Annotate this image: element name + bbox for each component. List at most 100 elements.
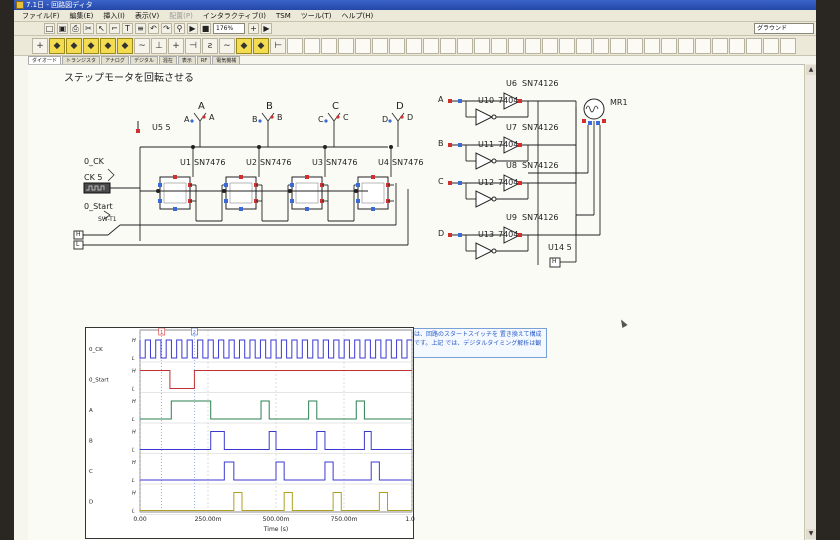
part-button-icon[interactable]: + bbox=[168, 37, 184, 54]
part-button-icon[interactable]: + bbox=[32, 37, 48, 54]
scroll-up-arrow-icon[interactable]: ▲ bbox=[806, 65, 816, 75]
empty-slot bbox=[287, 37, 303, 54]
part-button-icon[interactable]: ◆ bbox=[236, 37, 252, 54]
layer-select[interactable]: グラウンド bbox=[754, 23, 814, 34]
buffer-part: SN74126 bbox=[522, 161, 559, 170]
x-tick-label: 250.00m bbox=[195, 516, 222, 523]
pin-marker bbox=[518, 233, 522, 237]
menu-item[interactable]: ファイル(F) bbox=[22, 12, 60, 20]
menu-item[interactable]: 表示(V) bbox=[134, 12, 160, 20]
empty-slot bbox=[525, 37, 541, 54]
save-icon[interactable]: ▣ bbox=[57, 23, 68, 34]
menu-item[interactable]: ツール(T) bbox=[300, 12, 332, 20]
part-button-icon[interactable]: ◆ bbox=[66, 37, 82, 54]
empty-slot bbox=[644, 37, 660, 54]
signal-trace-a bbox=[140, 400, 412, 420]
clock-probe-icon bbox=[107, 168, 115, 182]
pin-marker bbox=[518, 143, 522, 147]
tab-1[interactable]: ダイオード bbox=[28, 56, 62, 64]
probe-label-left: B bbox=[252, 115, 258, 124]
empty-slot bbox=[423, 37, 439, 54]
scroll-down-arrow-icon[interactable]: ▼ bbox=[806, 529, 816, 539]
signal-trace-d bbox=[140, 492, 412, 511]
tab-5[interactable]: 混在 bbox=[158, 56, 177, 64]
text-icon[interactable]: T bbox=[122, 23, 133, 34]
inverter-part: 7404 bbox=[498, 178, 519, 187]
inverter-ref: U13 bbox=[478, 230, 495, 239]
cursor-label: 1 bbox=[160, 330, 163, 336]
empty-slot bbox=[678, 37, 694, 54]
tab-4[interactable]: デジタル bbox=[129, 56, 158, 64]
start-probe-icon bbox=[103, 210, 111, 220]
level-label: L bbox=[132, 417, 135, 423]
buffer-input-label: D bbox=[438, 229, 445, 238]
run-icon[interactable]: ▶ bbox=[187, 23, 198, 34]
part-button-icon[interactable]: ◆ bbox=[100, 37, 116, 54]
part-button-icon[interactable]: ◆ bbox=[253, 37, 269, 54]
part-button-icon[interactable]: ◆ bbox=[83, 37, 99, 54]
redo-icon[interactable]: ↷ bbox=[161, 23, 172, 34]
run-simulation-icon[interactable]: ▶ bbox=[261, 23, 272, 34]
bus-icon[interactable]: ≡ bbox=[135, 23, 146, 34]
flipflop-inner bbox=[361, 182, 385, 204]
part-button-icon[interactable]: ⊥ bbox=[151, 37, 167, 54]
output-label: D bbox=[396, 101, 404, 112]
part-button-icon[interactable]: ∼ bbox=[219, 37, 235, 54]
clock-source-icon bbox=[83, 182, 111, 194]
pin-marker bbox=[173, 207, 177, 211]
part-button-icon[interactable]: ◆ bbox=[117, 37, 133, 54]
pin-marker bbox=[356, 199, 360, 203]
part-button-icon[interactable]: ~ bbox=[134, 37, 150, 54]
pin-marker bbox=[602, 119, 606, 123]
empty-slot bbox=[321, 37, 337, 54]
cut-icon[interactable]: ✂ bbox=[83, 23, 94, 34]
menu-item[interactable]: 編集(E) bbox=[69, 12, 94, 20]
print-icon[interactable]: ⎙ bbox=[70, 23, 81, 34]
zoom-in-icon[interactable]: + bbox=[248, 23, 259, 34]
enable-source-icon bbox=[549, 257, 561, 268]
probe-pin bbox=[388, 119, 392, 123]
undo-icon[interactable]: ↶ bbox=[148, 23, 159, 34]
inverter-bubble bbox=[491, 158, 497, 164]
pin-marker bbox=[458, 143, 462, 147]
new-icon[interactable]: □ bbox=[44, 23, 55, 34]
menu-item[interactable]: インタラクティブ(I) bbox=[202, 12, 266, 20]
tab-2[interactable]: トランジスタ bbox=[62, 56, 101, 64]
wire-icon[interactable]: ⌐ bbox=[109, 23, 120, 34]
empty-slot bbox=[746, 37, 762, 54]
buffer-input-label: B bbox=[438, 139, 444, 148]
flipflop-2 bbox=[225, 176, 257, 210]
menu-item[interactable]: 挿入(I) bbox=[103, 12, 125, 20]
part-button-icon[interactable]: ⊢ bbox=[270, 37, 286, 54]
vertical-scrollbar[interactable]: ▲ ▼ bbox=[804, 64, 816, 540]
tab-7[interactable]: RF bbox=[196, 56, 212, 64]
level-label: L bbox=[132, 356, 135, 362]
part-button-icon[interactable]: ⊣ bbox=[185, 37, 201, 54]
zoom-icon[interactable]: ⚲ bbox=[174, 23, 185, 34]
buffer-part: SN74126 bbox=[522, 79, 559, 88]
level-label: L bbox=[132, 387, 135, 393]
supply-ref: U5 5 bbox=[152, 123, 171, 132]
pointer-icon[interactable]: ↖ bbox=[96, 23, 107, 34]
part-button-icon[interactable]: ƨ bbox=[202, 37, 218, 54]
tab-8[interactable]: 電気機械 bbox=[212, 56, 241, 64]
zoom-select[interactable]: 176% bbox=[213, 23, 245, 34]
part-button-icon[interactable]: ◆ bbox=[49, 37, 65, 54]
enable-high-label: H bbox=[552, 258, 557, 265]
menu-item[interactable]: ヘルプ(H) bbox=[341, 12, 374, 20]
inverter-part: 7404 bbox=[498, 96, 519, 105]
menu-item[interactable]: TSM bbox=[275, 12, 291, 20]
inverter-part: 7404 bbox=[498, 230, 519, 239]
logic-low-label: L bbox=[76, 241, 80, 248]
menu-item[interactable]: 配置(P) bbox=[169, 12, 193, 20]
probe-pin bbox=[270, 115, 274, 119]
tab-3[interactable]: アナログ bbox=[101, 56, 129, 64]
tab-6[interactable]: 表示 bbox=[177, 56, 196, 64]
buffer-part: SN74126 bbox=[522, 213, 559, 222]
buffer-input-label: A bbox=[438, 95, 444, 104]
stop-icon[interactable]: ■ bbox=[200, 23, 211, 34]
empty-slot bbox=[491, 37, 507, 54]
